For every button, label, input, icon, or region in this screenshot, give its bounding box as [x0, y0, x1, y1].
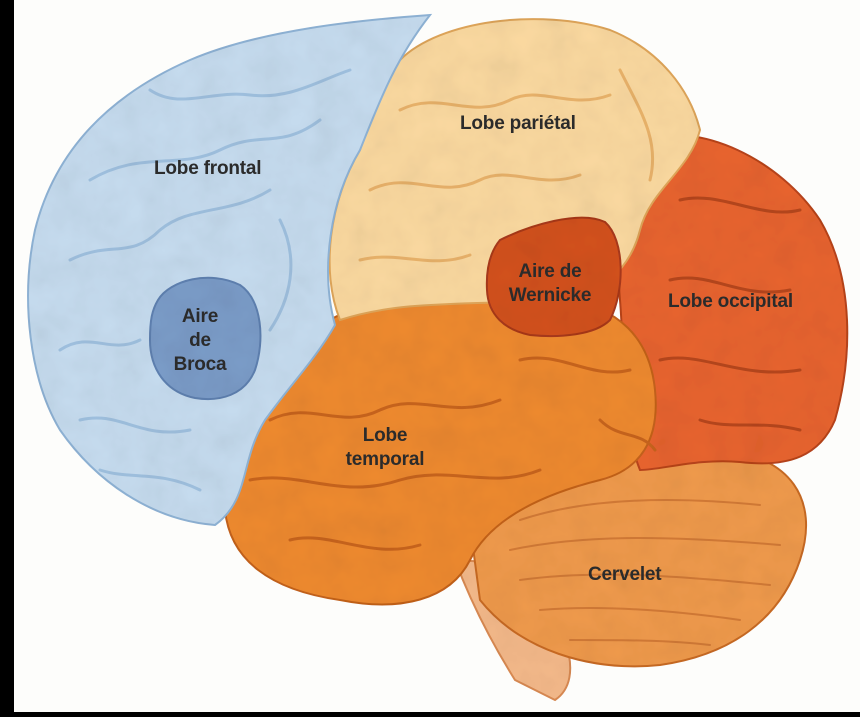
label-cervelet: Cervelet — [588, 563, 661, 587]
label-aire-broca-line3: Broca — [160, 353, 240, 377]
label-lobe-parietal: Lobe pariétal — [460, 112, 576, 136]
label-lobe-frontal: Lobe frontal — [154, 157, 261, 181]
left-black-strip — [0, 0, 14, 712]
label-lobe-temporal-line2: temporal — [335, 448, 435, 472]
label-aire-wernicke: Aire de Wernicke — [495, 260, 605, 308]
label-aire-broca: Aire de Broca — [160, 305, 240, 377]
label-aire-broca-line1: Aire — [160, 305, 240, 329]
label-lobe-temporal: Lobe temporal — [335, 424, 435, 472]
label-lobe-temporal-line1: Lobe — [335, 424, 435, 448]
label-lobe-occipital: Lobe occipital — [668, 290, 793, 314]
label-aire-wernicke-line1: Aire de — [495, 260, 605, 284]
label-aire-wernicke-line2: Wernicke — [495, 284, 605, 308]
label-aire-broca-line2: de — [160, 329, 240, 353]
